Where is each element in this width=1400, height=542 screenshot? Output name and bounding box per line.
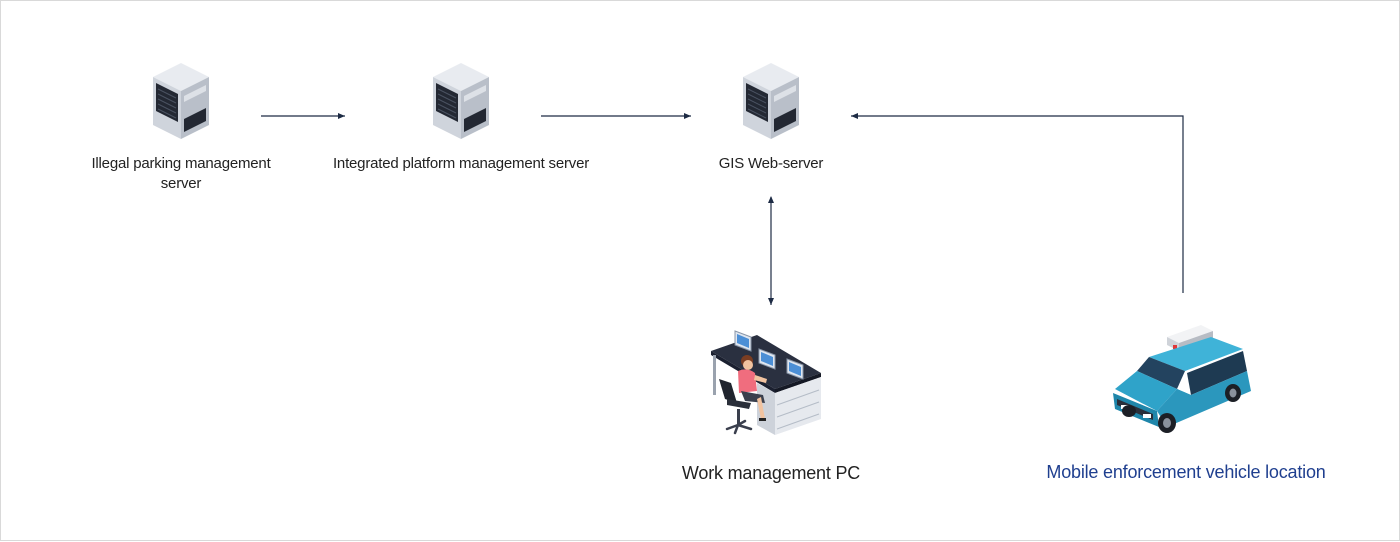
server-icon bbox=[743, 63, 799, 139]
server-icon bbox=[153, 63, 209, 139]
work-management-pc-label: Work management PC bbox=[681, 463, 861, 483]
illegal-parking-server-label: Illegal parking management server bbox=[91, 155, 271, 192]
enforcement-car-icon bbox=[1113, 325, 1251, 433]
arrow-vehicle-to-gis bbox=[851, 113, 1184, 293]
operator-workstation-icon bbox=[711, 330, 821, 435]
server-icon bbox=[433, 63, 489, 139]
integrated-platform-server-label: Integrated platform management server bbox=[332, 155, 590, 172]
gis-web-server-label: GIS Web-server bbox=[718, 155, 824, 172]
mobile-enforcement-vehicle-label: Mobile enforcement vehicle location bbox=[1046, 462, 1326, 482]
